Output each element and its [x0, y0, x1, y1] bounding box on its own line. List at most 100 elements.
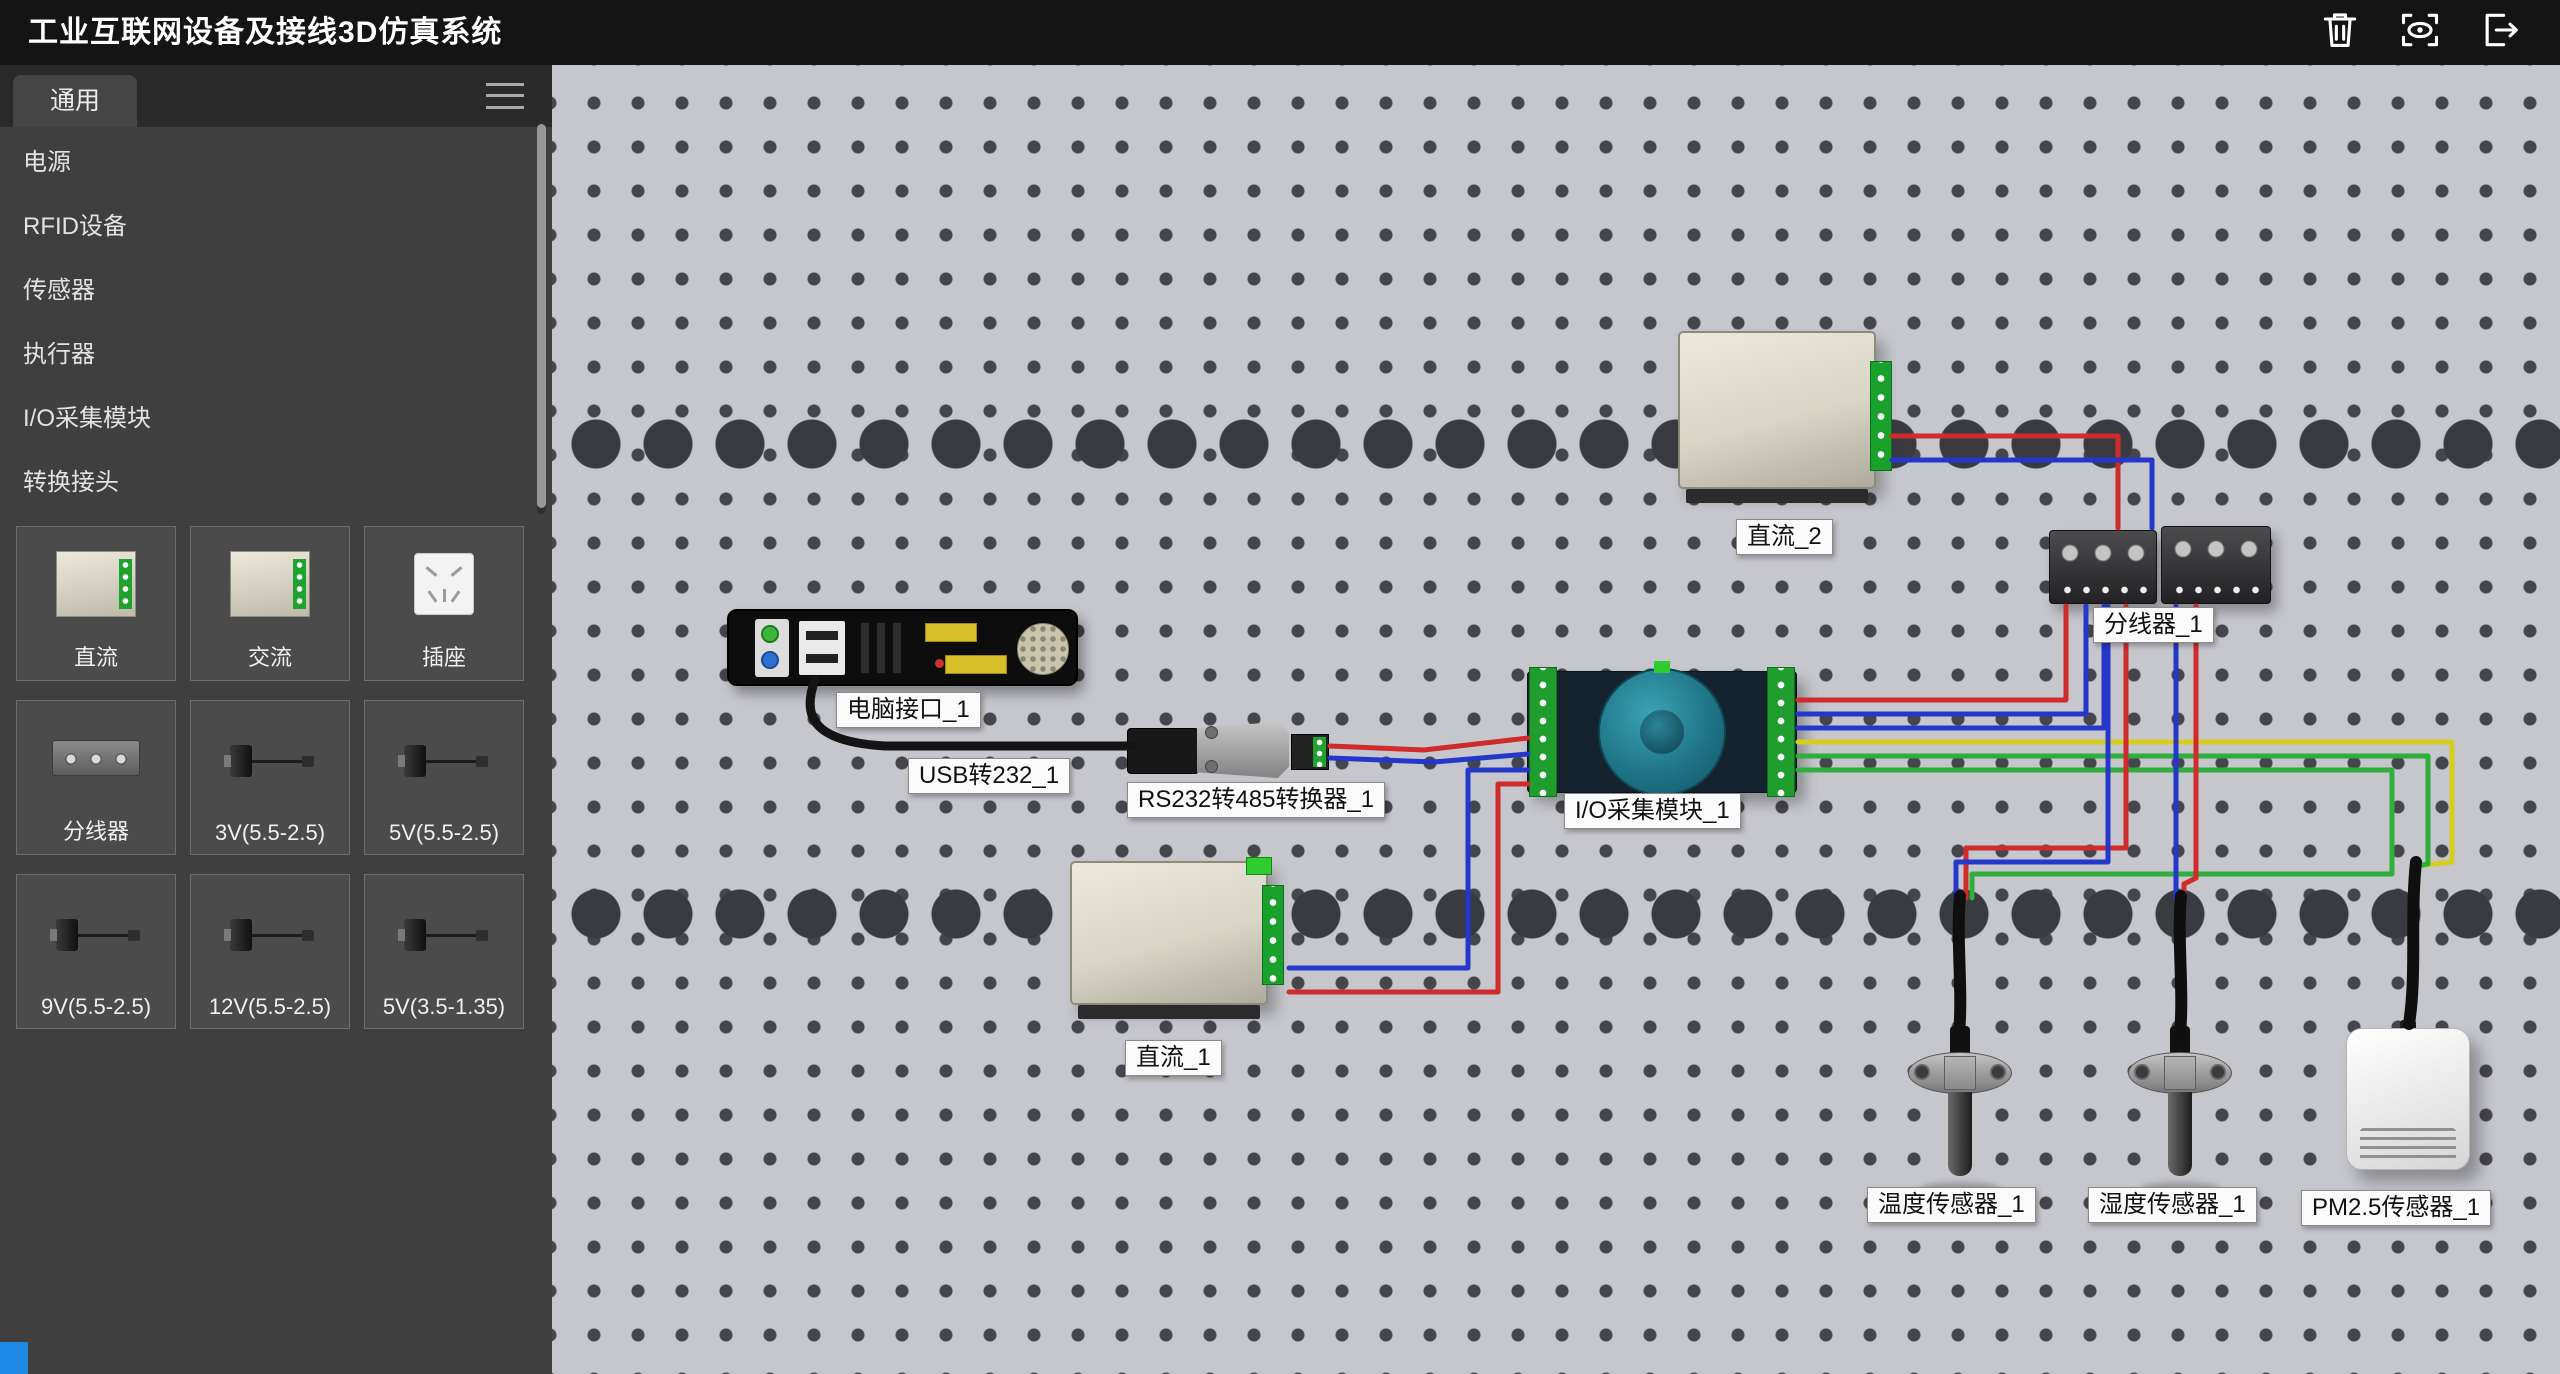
fan-vent	[1017, 623, 1069, 675]
palette-item-5v[interactable]: 5V(5.5-2.5)	[364, 700, 524, 855]
eye-icon	[2397, 8, 2443, 57]
app-title: 工业互联网设备及接线3D仿真系统	[28, 0, 502, 65]
palette-item-5v-small[interactable]: 5V(3.5-1.35)	[364, 874, 524, 1029]
device-io-module[interactable]	[1527, 661, 1797, 801]
splitter-screws	[2056, 539, 2150, 567]
palette-item-9v[interactable]: 9V(5.5-2.5)	[16, 874, 176, 1029]
yellow-led	[959, 625, 973, 639]
category-list: 电源 RFID设备 传感器 执行器 I/O采集模块 转换接头	[0, 131, 536, 515]
palette-item-socket[interactable]: 插座	[364, 526, 524, 681]
category-power[interactable]: 电源	[0, 131, 536, 195]
yellow-sticker	[945, 655, 1007, 674]
device-label-pm25-sensor: PM2.5传感器_1	[2301, 1190, 2491, 1226]
device-splitter[interactable]	[2049, 526, 2271, 608]
palette-item-splitter[interactable]: 分线器	[16, 700, 176, 855]
plug-thumbnail	[365, 875, 523, 994]
io-terminal-right	[1767, 667, 1795, 797]
category-actuator[interactable]: 执行器	[0, 323, 536, 387]
exit-icon	[2477, 8, 2523, 57]
sensor-nut	[2164, 1056, 2196, 1090]
mount-hole	[1990, 1064, 2006, 1080]
vent-slot	[861, 623, 869, 673]
io-led	[1654, 661, 1670, 673]
plug-thumbnail	[17, 875, 175, 994]
plug-thumbnail	[191, 875, 349, 994]
category-io-module[interactable]: I/O采集模块	[0, 387, 536, 451]
component-sidebar: 通用 电源 RFID设备 传感器 执行器 I/O采集模块 转换接头 直流 交流 …	[0, 65, 552, 1374]
converter-body	[1127, 728, 1199, 774]
device-label-splitter: 分线器_1	[2093, 607, 2214, 643]
exit-button[interactable]	[2472, 6, 2528, 58]
top-bar: 工业互联网设备及接线3D仿真系统	[0, 0, 2560, 65]
category-sensor[interactable]: 传感器	[0, 259, 536, 323]
delete-button[interactable]	[2312, 6, 2368, 58]
menu-icon[interactable]	[486, 83, 524, 109]
category-rfid[interactable]: RFID设备	[0, 195, 536, 259]
pm25-grille	[2360, 1128, 2456, 1162]
mount-hole	[2134, 1064, 2150, 1080]
usb-slot	[806, 654, 838, 663]
device-label-rs232-485: RS232转485转换器_1	[1127, 782, 1385, 818]
trash-icon	[2318, 8, 2362, 57]
reset-view-button[interactable]	[2392, 6, 2448, 58]
plug-thumbnail	[191, 701, 349, 820]
ac-thumbnail	[191, 527, 349, 640]
psu-base	[1078, 1005, 1260, 1019]
sensor-probe	[1948, 1092, 1972, 1176]
device-label-temp-sensor: 温度传感器_1	[1867, 1187, 2036, 1223]
psu-body	[1070, 861, 1268, 1005]
mount-hole	[2210, 1064, 2226, 1080]
dc-thumbnail	[17, 527, 175, 640]
vent-slot	[877, 623, 885, 673]
splitter-thumbnail	[17, 701, 175, 814]
device-label-usb-232: USB转232_1	[908, 758, 1070, 794]
palette-item-ac[interactable]: 交流	[190, 526, 350, 681]
io-terminal-left	[1529, 667, 1557, 797]
sidebar-tabstrip: 通用	[0, 65, 552, 127]
scrollbar-thumb[interactable]	[537, 124, 546, 508]
socket-thumbnail	[365, 527, 523, 640]
terminal-block	[1291, 734, 1329, 770]
usb-ports	[799, 621, 845, 675]
device-label-computer-interface: 电脑接口_1	[836, 692, 981, 728]
psu-body	[1678, 331, 1876, 489]
mount-hole	[1914, 1064, 1930, 1080]
psu-terminal	[1870, 361, 1892, 471]
pegboard-hole-row	[552, 418, 2560, 470]
psu-switch	[1246, 857, 1272, 875]
splitter-dots	[2058, 585, 2148, 595]
device-temperature-sensor[interactable]	[1908, 1020, 2012, 1190]
device-label-io-module: I/O采集模块_1	[1564, 793, 1741, 829]
device-pm25-sensor[interactable]	[2346, 1020, 2470, 1178]
device-rs232-485-converter[interactable]	[1123, 712, 1333, 786]
splitter-block	[2161, 526, 2271, 604]
sensor-probe	[2168, 1092, 2192, 1176]
io-disc	[1598, 668, 1726, 796]
device-dc-1[interactable]	[1070, 857, 1288, 1023]
device-label-humidity-sensor: 湿度传感器_1	[2088, 1187, 2257, 1223]
device-computer-interface[interactable]	[727, 609, 1078, 686]
palette-item-3v[interactable]: 3V(5.5-2.5)	[190, 700, 350, 855]
category-adapter[interactable]: 转换接头	[0, 451, 536, 515]
scrollbar-track[interactable]	[537, 122, 546, 514]
usb-slot	[806, 631, 838, 640]
splitter-dots	[2170, 585, 2262, 595]
red-led	[935, 659, 944, 668]
sensor-nut	[1944, 1056, 1976, 1090]
palette-item-12v[interactable]: 12V(5.5-2.5)	[190, 874, 350, 1029]
terminal-dots	[1313, 737, 1326, 767]
device-humidity-sensor[interactable]	[2128, 1020, 2232, 1190]
vent-slot	[893, 623, 901, 673]
tab-general[interactable]: 通用	[13, 75, 137, 127]
thumbscrew	[1205, 726, 1218, 739]
audio-jack-blue	[761, 651, 779, 669]
audio-jack-green	[761, 625, 779, 643]
palette-item-dc[interactable]: 直流	[16, 526, 176, 681]
splitter-block	[2049, 530, 2157, 604]
corner-handle[interactable]	[0, 1342, 28, 1374]
psu-base	[1686, 489, 1868, 503]
thumbscrew	[1205, 760, 1218, 773]
device-dc-2[interactable]	[1678, 327, 1894, 507]
device-label-dc-2: 直流_2	[1736, 519, 1833, 555]
